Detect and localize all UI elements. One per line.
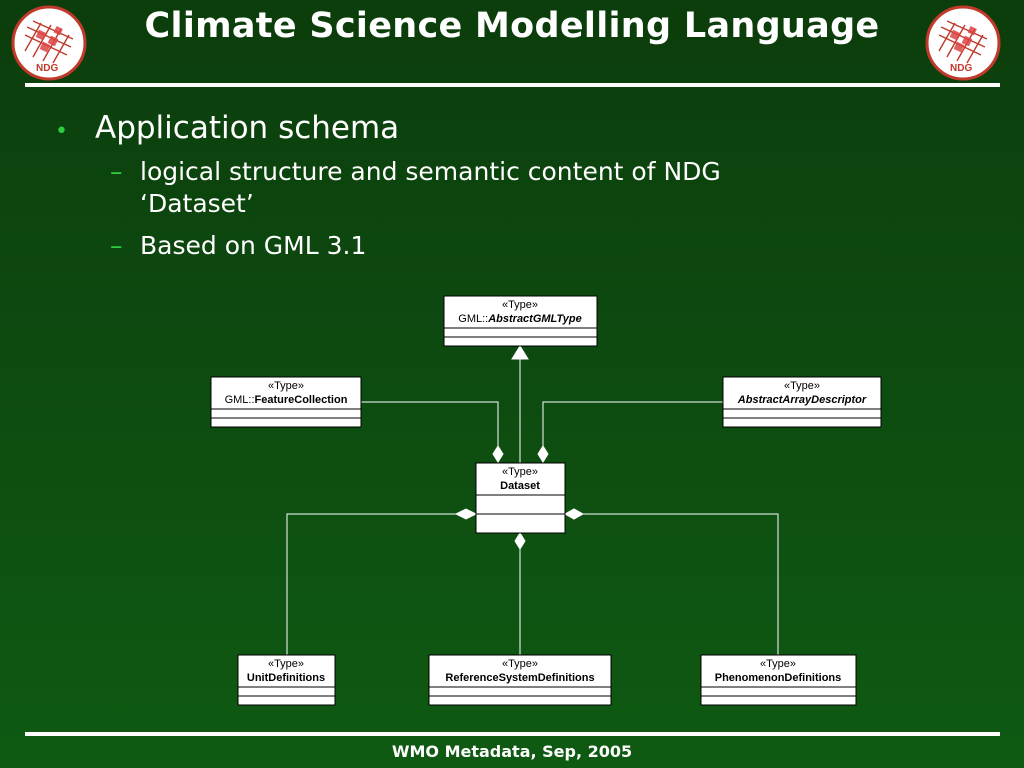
- association-line-arraydescriptor: [542, 401, 723, 446]
- stereotype-label: «Type»: [502, 466, 538, 478]
- class-name: GML::AbstractGMLType: [458, 313, 581, 325]
- bullet-list: • Application schema – logical structure…: [55, 108, 855, 262]
- stereotype-label: «Type»: [502, 299, 538, 311]
- generalization-arrow-icon: [511, 345, 529, 360]
- association-line-featurecollection: [361, 401, 499, 446]
- ndg-logo-left: NDG: [11, 5, 87, 81]
- stereotype-label: «Type»: [268, 380, 304, 392]
- stereotype-label: «Type»: [760, 658, 796, 670]
- class-dataset: «Type» Dataset: [475, 462, 566, 534]
- class-feature-collection: «Type» GML::FeatureCollection: [210, 376, 362, 428]
- class-name: ReferenceSystemDefinitions: [445, 672, 594, 684]
- class-abstract-gml-type: «Type» GML::AbstractGMLType: [443, 295, 598, 347]
- diamond-icon: [537, 445, 549, 463]
- stereotype-label: «Type»: [268, 658, 304, 670]
- diamond-icon: [514, 532, 526, 550]
- diamond-icon: [454, 508, 478, 520]
- footer-divider: [25, 732, 1000, 736]
- bullet-level2-text: Based on GML 3.1: [140, 231, 367, 260]
- class-unit-definitions: «Type» UnitDefinitions: [237, 654, 336, 706]
- slide-footer: WMO Metadata, Sep, 2005: [391, 742, 633, 761]
- svg-text:NDG: NDG: [36, 63, 58, 74]
- diagram-connectors: [286, 358, 779, 655]
- bullet-level2-item: – Based on GML 3.1: [110, 230, 855, 262]
- bullet-level1-text: Application schema: [95, 110, 400, 146]
- class-name: Dataset: [500, 480, 540, 492]
- aggregation-diamonds: [454, 445, 585, 550]
- diamond-icon: [563, 508, 585, 520]
- association-line-phenomenondefinitions: [582, 513, 779, 655]
- class-name: AbstractArrayDescriptor: [737, 394, 867, 406]
- svg-text:NDG: NDG: [950, 63, 972, 74]
- class-reference-system-definitions: «Type» ReferenceSystemDefinitions: [428, 654, 612, 706]
- stereotype-label: «Type»: [784, 380, 820, 392]
- bullet-level1: • Application schema: [55, 108, 855, 152]
- bullet-dot-icon: •: [55, 119, 68, 144]
- bullet-level2-item: – logical structure and semantic content…: [110, 156, 855, 220]
- bullet-dash-icon: –: [110, 231, 123, 260]
- association-line-unitdefinitions: [286, 513, 456, 655]
- title-divider: [25, 83, 1000, 87]
- bullet-dash-icon: –: [110, 157, 123, 186]
- stereotype-label: «Type»: [502, 658, 538, 670]
- class-phenomenon-definitions: «Type» PhenomenonDefinitions: [700, 654, 857, 706]
- class-name: UnitDefinitions: [247, 672, 325, 684]
- bullet-level2-text: logical structure and semantic content o…: [140, 157, 721, 218]
- class-name: PhenomenonDefinitions: [715, 672, 842, 684]
- ndg-logo-right: NDG: [925, 5, 1001, 81]
- class-name: GML::FeatureCollection: [225, 394, 348, 406]
- slide-title: Climate Science Modelling Language: [144, 6, 880, 46]
- diamond-icon: [492, 445, 504, 463]
- class-abstract-array-descriptor: «Type» AbstractArrayDescriptor: [722, 376, 882, 428]
